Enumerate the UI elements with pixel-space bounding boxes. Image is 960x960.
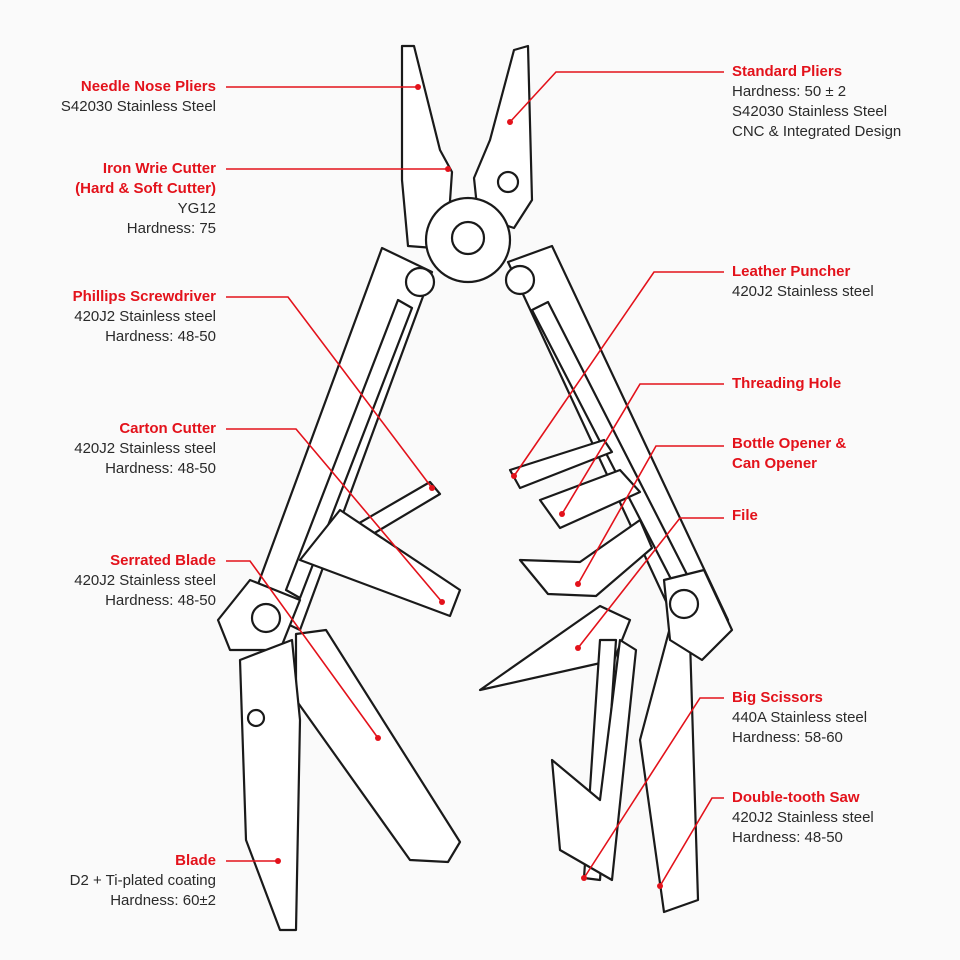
leader-scissors: [583, 697, 724, 879]
leader-file-dot: [575, 645, 581, 651]
leader-carton: [226, 428, 443, 603]
label-double-tooth-saw: Double-tooth Saw 420J2 Stainless steel H…: [732, 788, 874, 848]
saw-line-1: 420J2 Stainless steel: [732, 809, 874, 826]
serrated-blade: [294, 628, 462, 864]
threading-title: Threading Hole: [732, 375, 842, 392]
pivot-screw: [450, 220, 486, 256]
needle-line-1: S42030 Stainless Steel: [60, 98, 216, 115]
carton-title: Carton Cutter: [119, 420, 216, 437]
wire-line-2: Hardness: 75: [126, 220, 216, 237]
bottle-opener: [518, 518, 654, 598]
serrated-line-2: Hardness: 48-50: [105, 592, 216, 609]
leader-threading-dot: [559, 511, 565, 517]
label-carton-cutter: Carton Cutter 420J2 Stainless steel Hard…: [74, 419, 216, 479]
label-phillips-screwdriver: Phillips Screwdriver 420J2 Stainless ste…: [73, 287, 216, 347]
wire-title-2: (Hard & Soft Cutter): [75, 180, 216, 197]
bottle-title-2: Can Opener: [732, 455, 818, 472]
saw-title: Double-tooth Saw: [732, 789, 860, 806]
leader-threading: [561, 383, 724, 515]
leader-phillips-dot: [429, 485, 435, 491]
threading-hole-tool: [538, 468, 642, 530]
leader-leather: [513, 271, 724, 477]
double-tooth-saw: [638, 618, 700, 914]
label-bottle-opener: Bottle Opener & Can Opener: [732, 434, 846, 474]
leader-saw-dot: [657, 883, 663, 889]
leader-wire-dot: [445, 166, 451, 172]
label-blade: Blade D2 + Ti-plated coating Hardness: 6…: [70, 851, 216, 911]
left-handle-slot: [284, 298, 414, 600]
leader-carton-dot: [439, 599, 445, 605]
leader-scissors-dot: [581, 875, 587, 881]
main-blade: [238, 638, 302, 932]
leader-blade-dot: [275, 858, 281, 864]
leader-needle-dot: [415, 84, 421, 90]
blade-line-2: Hardness: 60±2: [110, 892, 216, 909]
label-iron-wire-cutter: Iron Wrie Cutter (Hard & Soft Cutter) YG…: [75, 159, 216, 239]
scissors-line-1: 440A Stainless steel: [732, 709, 868, 726]
leather-title: Leather Puncher: [732, 263, 851, 280]
right-jaw-rivet: [496, 170, 520, 194]
label-leather-puncher: Leather Puncher 420J2 Stainless steel: [732, 262, 874, 302]
label-big-scissors: Big Scissors 440A Stainless steel Hardne…: [732, 688, 867, 748]
label-needle-nose-pliers: Needle Nose Pliers S42030 Stainless Stee…: [61, 77, 216, 117]
leather-puncher: [508, 438, 614, 490]
carton-cutter: [298, 508, 462, 618]
bottle-title: Bottle Opener &: [732, 435, 847, 452]
leader-serrated-dot: [375, 735, 381, 741]
standard-line-1: Hardness: 50 ± 2: [732, 83, 847, 100]
carton-line-2: Hardness: 48-50: [105, 460, 216, 477]
label-serrated-blade: Serrated Blade 420J2 Stainless steel Har…: [74, 551, 216, 611]
standard-line-3: CNC & Integrated Design: [732, 123, 902, 140]
blade-line-1: D2 + Ti-plated coating: [69, 872, 216, 889]
right-handle-screw: [504, 264, 536, 296]
leader-bottle-dot: [575, 581, 581, 587]
scissors-line-2: Hardness: 58-60: [732, 729, 843, 746]
label-threading-hole: Threading Hole: [732, 374, 841, 394]
leather-line-1: 420J2 Stainless steel: [732, 283, 874, 300]
leader-file: [577, 517, 724, 649]
needle-title: Needle Nose Pliers: [80, 78, 216, 95]
leader-serrated: [226, 560, 379, 739]
leader-bottle: [577, 445, 724, 585]
saw-line-2: Hardness: 48-50: [732, 829, 843, 846]
leader-saw: [659, 797, 724, 887]
standard-line-2: S42030 Stainless Steel: [732, 103, 888, 120]
leader-leather-dot: [511, 473, 517, 479]
big-scissors-blade-b: [550, 638, 638, 882]
label-file: File: [732, 506, 758, 526]
blade-title: Blade: [175, 852, 216, 869]
carton-line-1: 420J2 Stainless steel: [74, 440, 216, 457]
standard-title: Standard Pliers: [732, 63, 843, 80]
file-title: File: [732, 507, 758, 524]
wire-line-1: YG12: [177, 200, 216, 217]
serrated-line-1: 420J2 Stainless steel: [74, 572, 216, 589]
file: [478, 604, 632, 692]
leader-standard-dot: [507, 119, 513, 125]
wire-title: Iron Wrie Cutter: [102, 160, 216, 177]
scissors-title: Big Scissors: [732, 689, 823, 706]
phillips-line-2: Hardness: 48-50: [105, 328, 216, 345]
leader-standard: [509, 71, 724, 123]
phillips-line-1: 420J2 Stainless steel: [74, 308, 216, 325]
phillips-title: Phillips Screwdriver: [72, 288, 216, 305]
leader-phillips: [226, 296, 433, 489]
serrated-title: Serrated Blade: [110, 552, 216, 569]
left-handle-screw: [404, 266, 436, 298]
label-standard-pliers: Standard Pliers Hardness: 50 ± 2 S42030 …: [732, 62, 901, 142]
